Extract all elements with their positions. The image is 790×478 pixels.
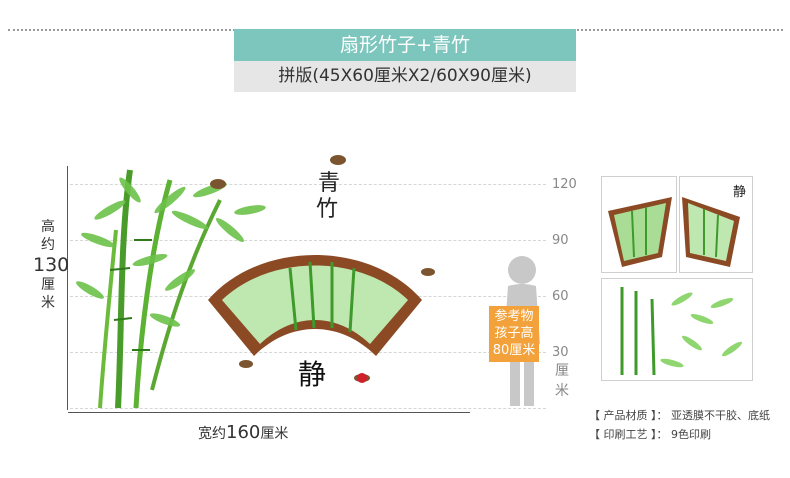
materials-info: 【 产品材质 】： 亚透膜不干胶、底纸 【 印刷工艺 】： 9色印刷 <box>589 406 770 444</box>
red-sun-icon <box>357 373 367 383</box>
width-axis <box>68 412 470 413</box>
title-banner: 扇形竹子+青竹 拼版(45X60厘米X2/60X90厘米) <box>234 29 576 92</box>
thumbnail-panel-right: 静 <box>679 176 753 273</box>
bamboo-leaves <box>76 177 266 327</box>
art-title-top: 青 <box>318 171 340 196</box>
reference-note: 参考物 孩子高 80厘米 <box>489 306 539 362</box>
height-value: 130 <box>33 254 70 276</box>
scale-unit-mi: 米 <box>555 383 569 399</box>
scale-tick-90: 90 <box>552 233 569 248</box>
guide-line-0 <box>70 408 546 409</box>
product-title: 扇形竹子+青竹 <box>234 29 576 61</box>
guide-line-120 <box>70 184 546 185</box>
scale-tick-120: 120 <box>552 177 577 192</box>
fan-window <box>208 255 422 356</box>
bamboo-artwork: 青 竹 静 <box>76 155 435 409</box>
width-label: 宽约160厘米 <box>198 422 289 443</box>
art-seal-character: 静 <box>298 358 326 391</box>
thumbnail-seal: 静 <box>732 185 746 200</box>
thumbnail-bamboo-panel <box>601 278 753 381</box>
scale-tick-30: 30 <box>552 345 569 360</box>
height-label: 高 约 130 厘 米 <box>33 219 70 311</box>
guide-line-90 <box>70 240 546 241</box>
printing-line: 【 印刷工艺 】： 9色印刷 <box>589 428 711 441</box>
art-title-bottom: 竹 <box>316 197 338 222</box>
guide-line-30 <box>70 352 546 353</box>
scale-tick-60: 60 <box>552 289 569 304</box>
scale-unit-li: 厘 <box>555 363 569 379</box>
height-axis <box>67 166 68 410</box>
product-subtitle: 拼版(45X60厘米X2/60X90厘米) <box>234 61 576 92</box>
width-value: 160 <box>226 422 261 443</box>
thumbnail-panel-left <box>601 176 677 273</box>
materials-line: 【 产品材质 】： 亚透膜不干胶、底纸 <box>589 409 770 422</box>
